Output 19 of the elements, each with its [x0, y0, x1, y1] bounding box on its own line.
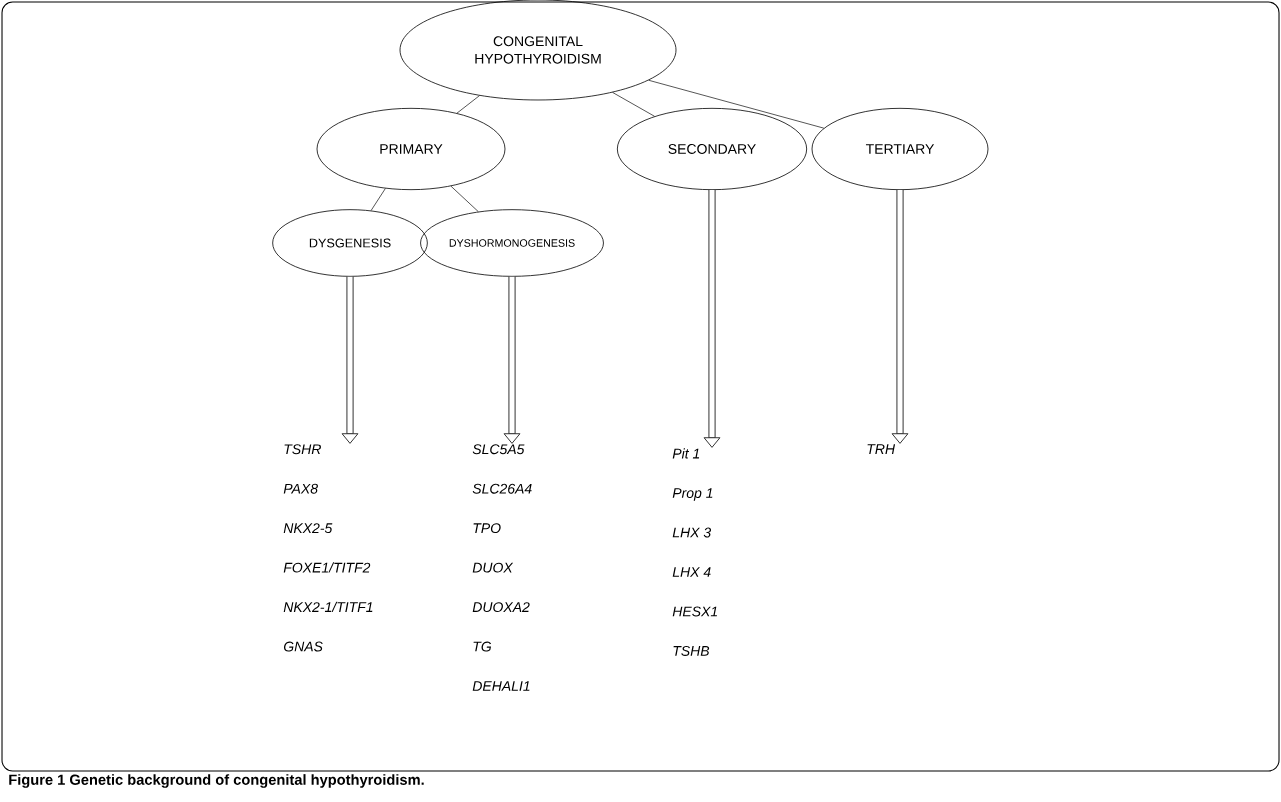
ellipse-node: TERTIARY: [811, 107, 989, 191]
connector-line: [370, 188, 386, 211]
gene-list: TRH: [867, 444, 896, 454]
hollow-arrow: [341, 276, 359, 444]
ellipse-node: SECONDARY: [616, 107, 808, 191]
connector-line: [456, 95, 480, 114]
gene-list: Pit 1 Prop 1 LHX 3 LHX 4 HESX1 TSHB: [672, 448, 717, 656]
hollow-arrow: [891, 190, 909, 444]
hollow-arrow: [703, 190, 721, 448]
ellipse-node: PRIMARY: [316, 107, 506, 191]
connector-line: [648, 79, 825, 129]
gene-list: TSHR PAX8 NKX2-5 FOXE1/TITF2 NKX2-1/TITF1 GNAS: [283, 444, 373, 652]
connector-line: [450, 185, 479, 212]
caption: Figure 1 Genetic background of congenital hypothyroidism.: [9, 774, 424, 788]
gene-list: SLC5A5 SLC26A4 TPO DUOX DUOXA2 TG DEHALI1: [472, 444, 532, 691]
connector-line: [612, 92, 655, 117]
ellipse-node: DYSHORMONOGENESIS: [420, 209, 604, 277]
ellipse-node: DYSGENESIS: [272, 209, 428, 277]
hollow-arrow: [503, 276, 521, 444]
